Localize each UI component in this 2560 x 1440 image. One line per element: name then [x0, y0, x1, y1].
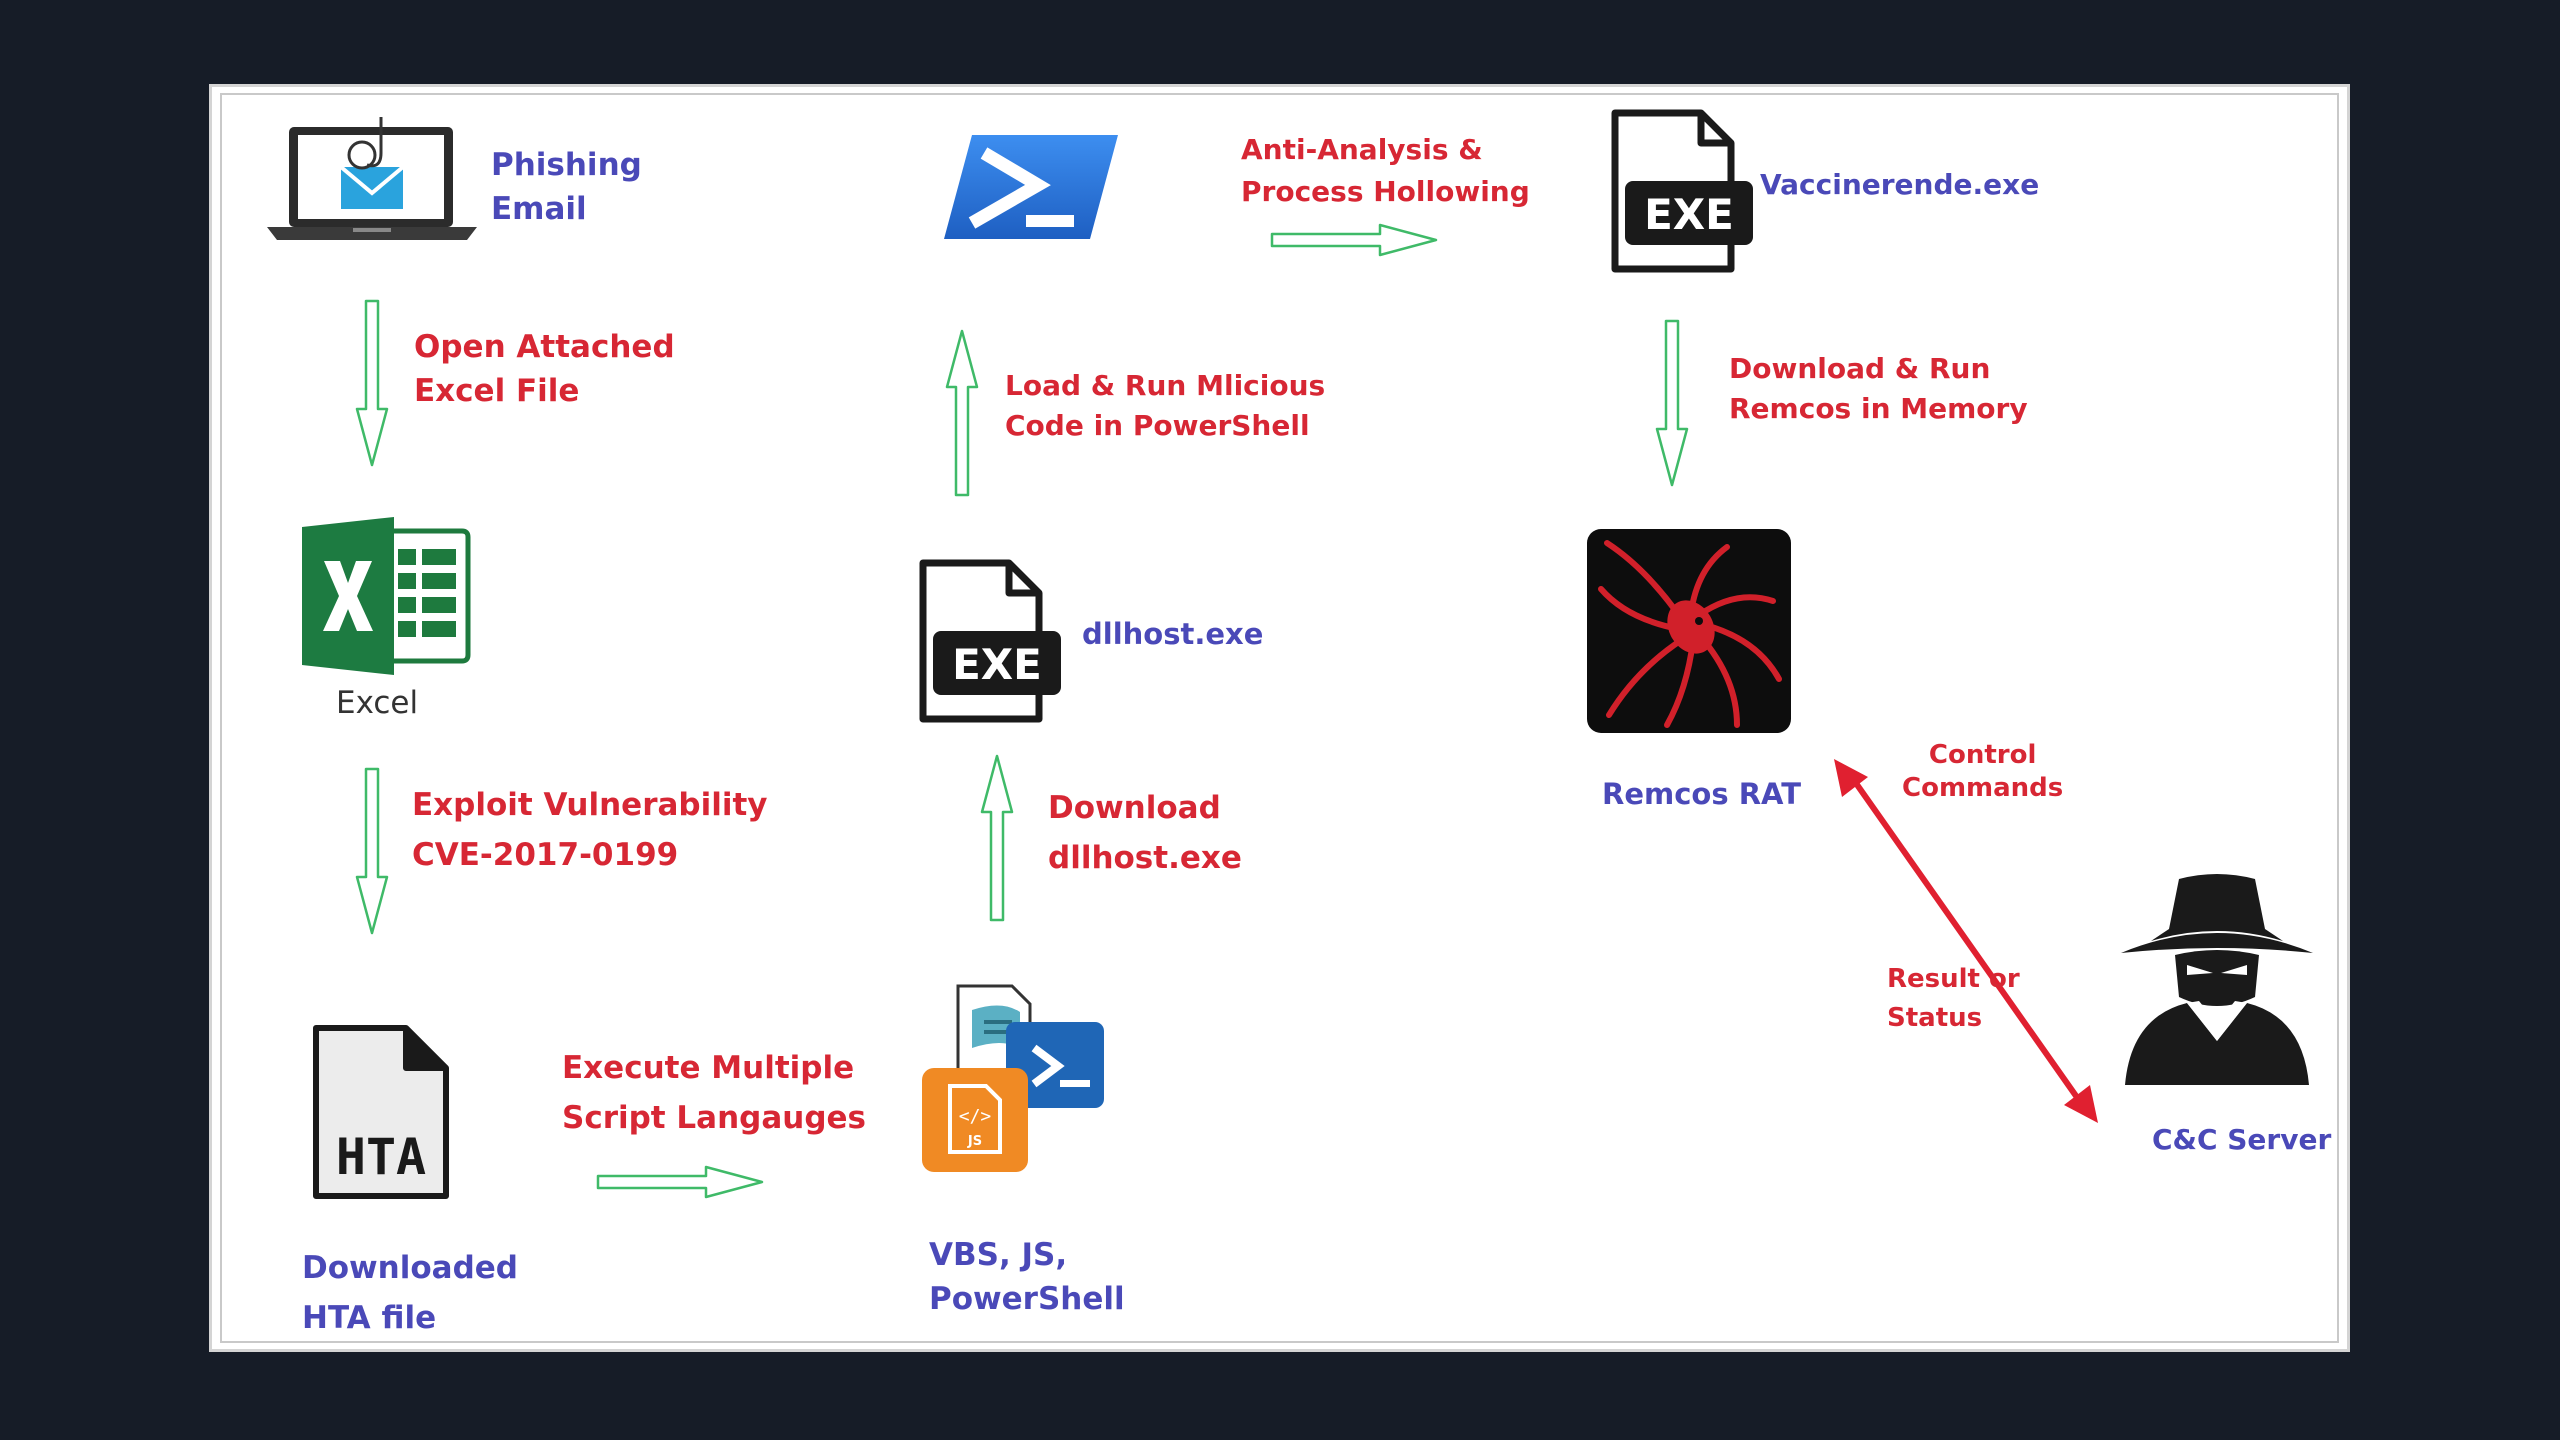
svg-text:JS: JS	[967, 1134, 982, 1149]
exe-file-icon: EXE	[919, 559, 1061, 723]
attack-flow-diagram: HTA </> JS EXE	[209, 84, 2350, 1352]
remcos-rat-label: Remcos RAT	[1602, 777, 1801, 811]
vaccinerende-label: Vaccinerende.exe	[1760, 168, 2040, 201]
excel-caption: Excel	[336, 685, 419, 721]
script-bundle-icon: </> JS	[922, 984, 1104, 1172]
flow-arrow-up	[945, 329, 979, 497]
cc-server-label: C&C Server	[2152, 1123, 2332, 1156]
hacker-spy-icon	[2121, 874, 2313, 1085]
powershell-icon	[944, 135, 1118, 239]
cc-bidirectional-arrow	[1834, 759, 2098, 1123]
flow-arrow-right	[596, 1165, 764, 1199]
hta-file-icon: HTA	[313, 1025, 449, 1199]
exe-file-icon: EXE	[1611, 109, 1753, 273]
flow-arrow-right	[1270, 223, 1438, 257]
excel-icon	[302, 517, 471, 675]
flow-arrow-down	[1655, 319, 1689, 487]
flow-arrow-down	[355, 299, 389, 467]
flow-arrow-down	[355, 767, 389, 935]
laptop-phishing-icon	[267, 117, 477, 240]
scripts-label: VBS, JS,PowerShell	[929, 1237, 1125, 1318]
svg-text:HTA: HTA	[336, 1128, 426, 1186]
diagram-frame	[220, 93, 2339, 1343]
dllhost-label: dllhost.exe	[1082, 617, 1264, 651]
flow-arrow-up	[980, 754, 1014, 922]
svg-text:EXE: EXE	[952, 640, 1042, 689]
svg-text:EXE: EXE	[1644, 190, 1734, 239]
svg-text:</>: </>	[959, 1106, 992, 1127]
remcos-octopus-icon	[1587, 529, 1791, 733]
edge-anti-analysis: Anti-Analysis &Process Hollowing	[1241, 133, 1530, 208]
